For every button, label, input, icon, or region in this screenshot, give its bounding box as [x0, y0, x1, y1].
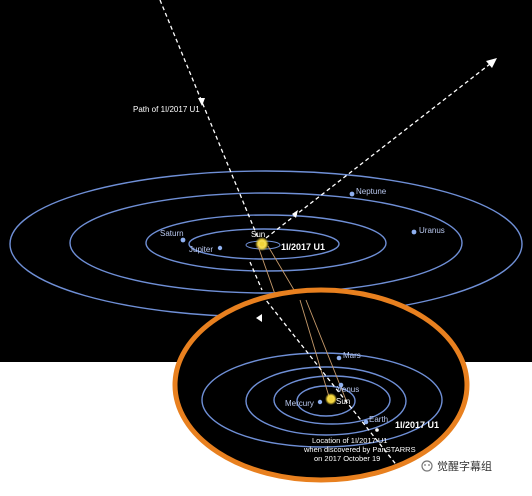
inset-arrow-icon: [256, 314, 262, 322]
uranus-dot: [411, 229, 417, 235]
saturn-label: Saturn: [160, 229, 184, 238]
neptune-label: Neptune: [356, 187, 387, 196]
mid-arrow-icon: [292, 210, 298, 218]
inset-sun: [328, 396, 334, 402]
inset-projection-left: [299, 299, 331, 401]
earth-dot: [363, 419, 369, 425]
uranus-label: Uranus: [419, 226, 445, 235]
discovery-note-line1: Location of 1I/2017 U1: [312, 436, 387, 445]
wechat-icon: [421, 460, 433, 472]
mars-label: Mars: [343, 351, 361, 360]
venus-dot: [338, 382, 344, 388]
saturn-orbit: [145, 214, 387, 272]
object-dot: [375, 428, 379, 432]
sun-label: Sun: [251, 230, 265, 239]
venus-label: Venus: [337, 385, 359, 394]
object-label: 1I/2017 U1: [281, 242, 325, 252]
inset-background: [175, 290, 467, 480]
jupiter-orbit: [188, 228, 340, 260]
incoming-path: [159, 0, 259, 239]
connector-path: [249, 261, 263, 291]
outgoing-path: [265, 63, 491, 239]
venus-orbit: [273, 375, 391, 425]
watermark: 觉醒字幕组: [421, 459, 492, 473]
watermark-text: 觉醒字幕组: [437, 459, 492, 473]
neptune-dot: [349, 191, 355, 197]
saturn-dot: [180, 237, 186, 243]
inset-path: [257, 290, 403, 473]
uranus-orbit: [69, 192, 463, 294]
mars-orbit: [201, 352, 443, 448]
path-label: Path of 1I/2017 U1: [133, 105, 200, 114]
sun: [259, 241, 265, 247]
mercury-dot: [317, 399, 323, 405]
outgoing-arrow-icon: [486, 58, 497, 68]
inset-object-label: 1I/2017 U1: [395, 420, 439, 430]
inset-border: [172, 287, 470, 483]
jupiter-label: Jupiter: [189, 245, 213, 254]
inset-projection-right: [305, 299, 347, 401]
jupiter-dot: [217, 245, 223, 251]
mars-dot: [336, 355, 342, 361]
mercury-label: Mercury: [285, 399, 314, 408]
discovery-note-line2: when discovered by PanSTARRS: [303, 445, 416, 454]
path-arrow-icon: [198, 98, 205, 106]
earth-label: Earth: [369, 415, 388, 424]
inset-sun-label: Sun: [336, 397, 350, 406]
discovery-note-line3: on 2017 October 19: [314, 454, 380, 463]
earth-orbit: [245, 366, 407, 436]
inset-contents: [201, 290, 443, 473]
